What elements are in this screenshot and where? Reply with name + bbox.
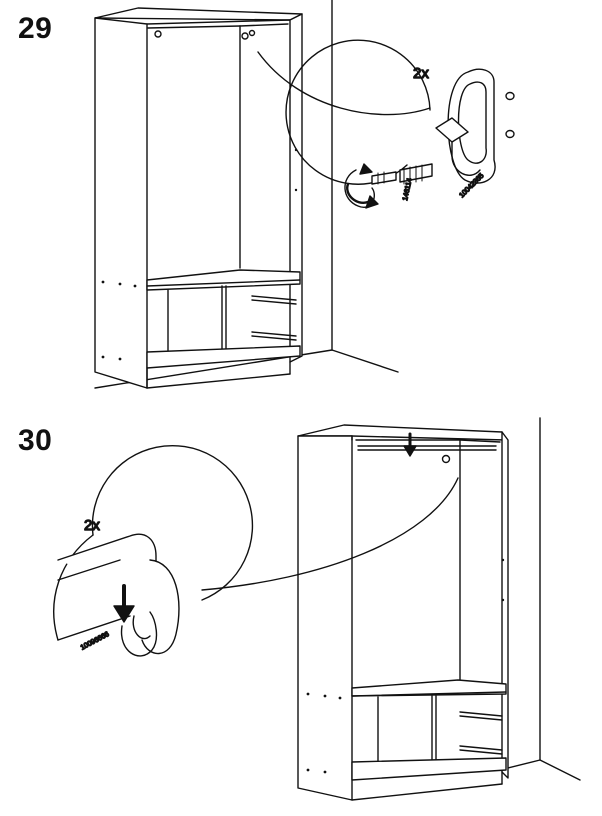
rotate-arrow-icon [344,163,379,209]
down-arrow-icon-30 [113,584,135,623]
rail-hook-icon-30 [120,559,180,657]
wall-plug-icon [399,163,433,185]
detail-leader-line [257,51,431,116]
detail-circle-29 [285,39,515,209]
rail-hooks-top [154,29,256,40]
rail-hook-icon [435,68,496,184]
wardrobe [94,7,303,389]
panel-holes-30 [306,558,505,774]
step-30-quantity: 2x [84,517,100,534]
part-number-10096666: 10096666 [80,631,111,652]
room-corner-30 [507,417,581,781]
drawer-rail-lower-30 [459,745,503,755]
detail-circle-30 [53,444,254,657]
step-29-scene: 2x 146114 10042365 [94,0,515,389]
step-29-number: 29 [18,12,53,45]
down-arrow-icon [403,432,417,457]
step-30-number: 30 [18,424,53,457]
drawer-rail-lower [251,331,297,341]
detail-leader-line-30 [201,477,459,591]
drawer-rail-upper-30 [459,711,503,721]
step-29-quantity: 2x [413,65,429,82]
step-30-scene: 2x 10096666 [53,417,581,801]
screw-icon [371,171,397,185]
wardrobe-30 [297,424,509,801]
drawer-rail-upper [251,295,297,305]
